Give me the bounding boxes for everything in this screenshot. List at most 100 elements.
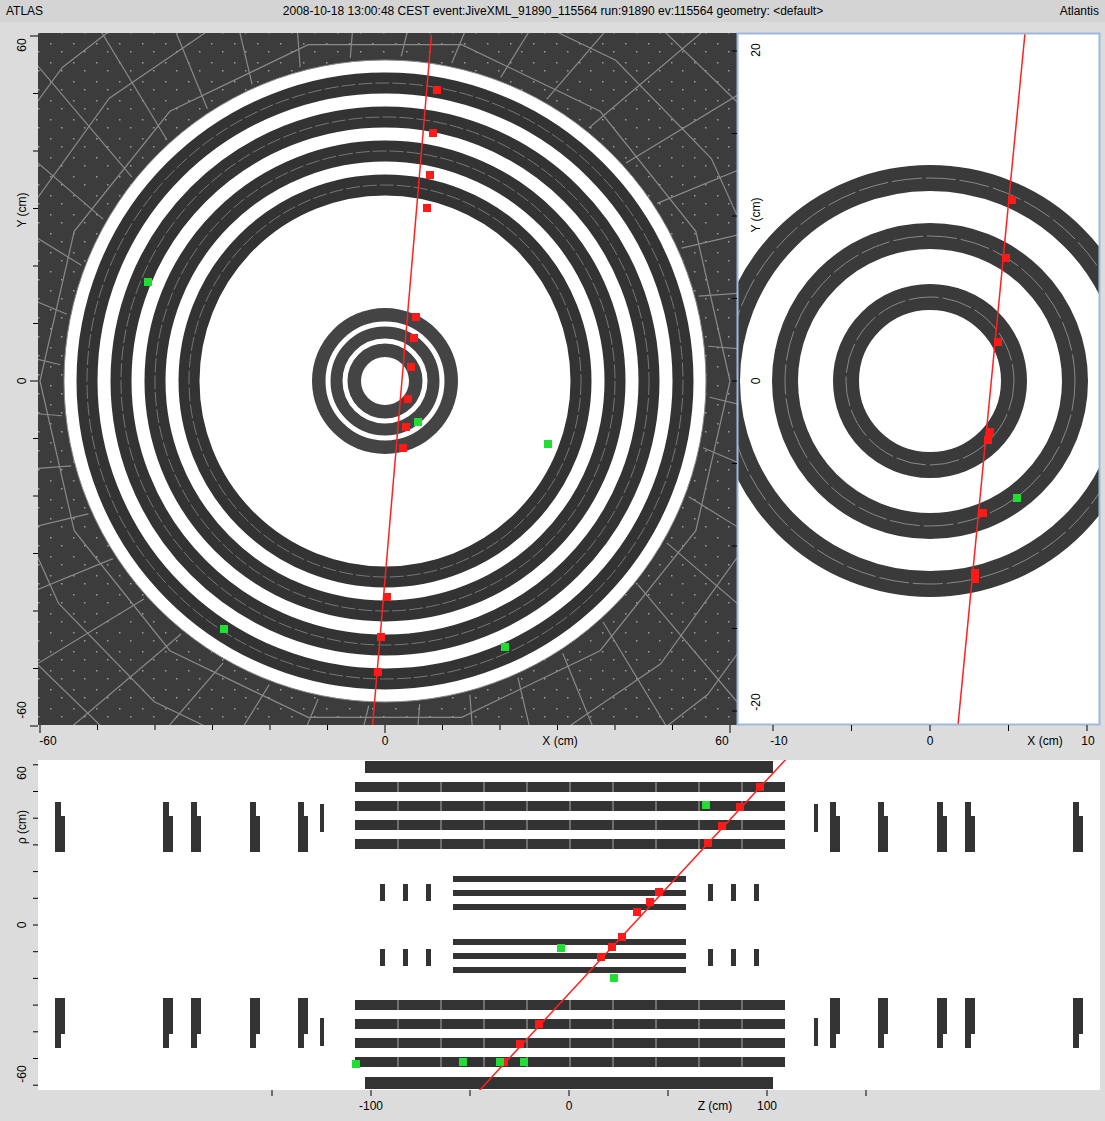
tick — [672, 725, 673, 730]
trt-outline — [38, 33, 737, 725]
trt-module-edge — [38, 396, 62, 416]
module-gap — [570, 1057, 571, 1067]
track-hit — [535, 1020, 543, 1028]
module-gap — [742, 1019, 743, 1029]
module-gap — [398, 820, 399, 830]
module-gap — [613, 782, 614, 792]
module-gap — [699, 839, 700, 849]
trt-module-edge — [682, 194, 737, 249]
tick — [33, 764, 38, 765]
pixel-disc — [403, 884, 408, 901]
trt-module-edge — [38, 33, 132, 177]
module-gap — [484, 782, 485, 792]
logo-text: ATLAS — [6, 5, 43, 17]
track-hit — [516, 1040, 524, 1048]
pixel-disc — [380, 949, 385, 966]
pixel-barrel-layer — [453, 876, 686, 882]
track-hit — [423, 204, 431, 212]
tick — [33, 1058, 38, 1059]
tick — [33, 208, 38, 209]
axis-title: Y (cm) — [750, 197, 762, 232]
tick-label: 10 — [1081, 735, 1094, 747]
module-gap — [570, 1000, 571, 1010]
tick — [33, 951, 38, 952]
tick — [33, 791, 38, 792]
tick — [270, 725, 271, 730]
pixel-disc — [708, 884, 713, 901]
track-hit — [1002, 254, 1010, 262]
sct-endcap-disc — [298, 998, 308, 1048]
module-gap — [484, 1000, 485, 1010]
track-hit — [433, 86, 441, 94]
tick-label: 0 — [927, 735, 934, 747]
noise-hit — [702, 801, 710, 809]
xy-view — [38, 33, 737, 725]
track-hit — [1008, 196, 1016, 204]
tick-label: 0 — [566, 1100, 573, 1112]
tick — [33, 93, 38, 94]
module-gap — [699, 1038, 700, 1048]
pixel-disc — [380, 884, 385, 901]
sct-endcap-disc — [191, 802, 201, 852]
noise-hit — [352, 1060, 360, 1068]
module-gap — [613, 801, 614, 811]
sct-barrel-layer — [355, 1000, 785, 1010]
tick-label: -60 — [16, 701, 28, 718]
track-hit — [618, 933, 626, 941]
trt-module-edge — [282, 33, 300, 67]
module-gap — [699, 820, 700, 830]
pixel-disc — [731, 949, 736, 966]
tick-label: 60 — [16, 766, 28, 779]
tick — [33, 496, 38, 497]
sct-endcap-disc — [814, 804, 818, 832]
module-gap — [613, 1038, 614, 1048]
tick — [33, 978, 38, 979]
sct-barrel-layer — [355, 839, 785, 849]
noise-hit — [544, 440, 552, 448]
sct-endcap-disc — [1073, 802, 1083, 852]
tick — [442, 725, 443, 730]
tick-label: 0 — [16, 378, 28, 385]
tick — [1008, 725, 1009, 731]
tick-label: -10 — [770, 735, 787, 747]
tick — [732, 628, 737, 629]
module-gap — [484, 1057, 485, 1067]
track-hit — [704, 839, 712, 847]
axis-ticks — [30, 36, 1087, 1096]
event-info: 2008-10-18 13:00:48 CEST event:JiveXML_9… — [283, 5, 823, 17]
trt-module-edge — [38, 308, 60, 364]
trt-ring — [38, 33, 737, 725]
track-hit — [407, 363, 415, 371]
sct-barrel-layer — [355, 1038, 785, 1048]
tick — [33, 151, 38, 152]
tick-label: 20 — [750, 43, 762, 56]
trt-module-edge — [547, 33, 702, 99]
module-gap — [484, 801, 485, 811]
detector-geometry — [55, 761, 1083, 1089]
module-gap — [441, 782, 442, 792]
module-gap — [613, 1057, 614, 1067]
pixel-disc — [426, 949, 431, 966]
track-hit — [374, 668, 382, 676]
tick — [33, 818, 38, 819]
trt-module-edge — [400, 704, 420, 725]
module-gap — [441, 801, 442, 811]
tick — [33, 898, 38, 899]
tick — [866, 1090, 867, 1096]
pixel-disc — [403, 949, 408, 966]
tick — [500, 725, 501, 730]
trt-module-edge — [563, 653, 653, 725]
trt-module-edge — [667, 543, 737, 698]
trt-module-edge — [626, 40, 737, 163]
tick-label: 0 — [382, 735, 389, 747]
module-gap — [699, 801, 700, 811]
module-gap — [656, 839, 657, 849]
sct-endcap-disc — [163, 802, 173, 852]
title-bar — [0, 0, 1105, 22]
sct-endcap-disc — [1073, 998, 1083, 1048]
hits — [352, 783, 764, 1068]
module-gap — [742, 1000, 743, 1010]
module-gap — [699, 1057, 700, 1067]
track-hit — [377, 633, 385, 641]
